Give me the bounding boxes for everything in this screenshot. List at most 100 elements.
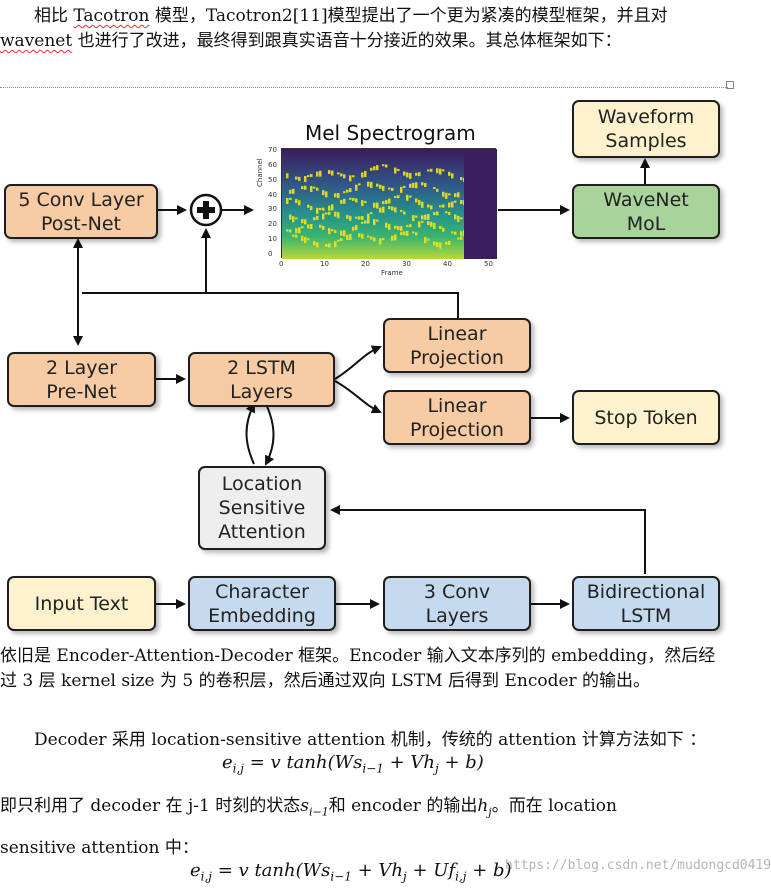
spectrogram-streak xyxy=(460,177,463,181)
spectrogram-streak xyxy=(427,238,430,241)
spectrogram-streak xyxy=(379,184,382,189)
spectrogram-streak xyxy=(415,198,418,203)
attention-formula-1: ei,j = v tanh(Wsi−1 + Vhj + b) xyxy=(222,752,484,776)
spectrogram-streak xyxy=(361,215,364,220)
spectrogram-streak xyxy=(328,211,331,215)
spectrogram-streak xyxy=(307,224,310,229)
spectrogram-streak xyxy=(439,168,442,175)
spectrogram-y-tick: 0 xyxy=(268,250,273,258)
spectrogram-streak xyxy=(454,193,457,198)
spectrogram-streak xyxy=(421,215,424,220)
spectrogram-streak xyxy=(391,187,394,191)
para3-text-c: 。而在 location xyxy=(491,796,617,816)
spectrogram-streak xyxy=(451,231,454,234)
spectrogram-streak xyxy=(424,182,427,187)
arrow-lstm-to-projection-2 xyxy=(334,380,382,414)
spectrogram-streak xyxy=(400,232,403,236)
spectrogram-streak xyxy=(427,204,430,208)
spectrogram-streak xyxy=(358,183,361,186)
spectrogram-streak xyxy=(457,237,460,240)
spectrogram-streak xyxy=(358,233,361,238)
spectrogram-streak xyxy=(319,170,322,177)
spectrogram-streak xyxy=(460,231,463,237)
spectrogram-streak xyxy=(310,206,313,211)
spectrogram-streak xyxy=(355,216,358,219)
spectrogram-streak xyxy=(301,186,304,190)
mel-spectrogram-image xyxy=(281,148,497,259)
spectrogram-streak xyxy=(427,213,430,220)
spectrogram-streak xyxy=(385,199,388,204)
spectrogram-x-tick: 0 xyxy=(279,260,284,268)
spectrogram-streak xyxy=(364,220,367,224)
spectrogram-streak xyxy=(367,235,370,238)
spectrogram-streak xyxy=(367,213,370,220)
spectrogram-streak xyxy=(445,241,448,245)
spectrogram-streak xyxy=(391,206,394,211)
spectrogram-graphic xyxy=(282,149,497,259)
spectrogram-streak xyxy=(304,236,307,243)
linear-projection-1-box: Linear Projection xyxy=(383,318,531,373)
spectrogram-streak xyxy=(289,197,292,200)
spectrogram-streak xyxy=(328,243,331,248)
spectrogram-streak xyxy=(460,236,463,240)
spectrogram-streak xyxy=(298,176,301,181)
spectrogram-streak xyxy=(364,171,367,178)
spectrogram-streak xyxy=(382,185,385,191)
body-paragraph-1: 依旧是 Encoder-Attention-Decoder 框架。Encoder… xyxy=(0,646,716,691)
state-symbol: si−1 xyxy=(300,796,329,819)
character-embedding-box: Character Embedding xyxy=(188,576,336,631)
spectrogram-streak xyxy=(412,215,415,222)
spectrogram-streak xyxy=(301,235,304,241)
body-paragraph-3: 即只利用了 decoder 在 j-1 时刻的状态si−1和 encoder 的… xyxy=(0,794,732,824)
linear-projection-2-box: Linear Projection xyxy=(383,390,531,445)
spectrogram-streak xyxy=(382,201,385,205)
spectrogram-streak xyxy=(331,229,334,232)
spectrogram-streak xyxy=(457,215,460,222)
spectrogram-streak xyxy=(397,168,400,171)
spectrogram-streak xyxy=(373,202,376,208)
spectrogram-streak xyxy=(439,205,442,208)
spectrogram-streak xyxy=(304,185,307,190)
spectrogram-streak xyxy=(370,212,373,215)
spectrogram-streak xyxy=(295,217,298,220)
spectrogram-streak xyxy=(301,219,304,224)
spectrogram-streak xyxy=(319,207,322,210)
spectrogram-streak xyxy=(388,206,391,210)
spectrogram-y-label: Channel xyxy=(256,158,264,187)
spectrogram-streak xyxy=(415,172,418,176)
spectrogram-streak xyxy=(382,238,385,241)
spectrogram-streak xyxy=(436,188,439,192)
spectrogram-streak xyxy=(433,241,436,246)
spectrogram-streak xyxy=(373,237,376,242)
spectrogram-streak xyxy=(364,201,367,204)
spectrogram-streak xyxy=(322,207,325,211)
spectrogram-y-tick: 60 xyxy=(268,160,277,169)
spectrogram-streak xyxy=(454,200,457,203)
spectrogram-streak xyxy=(295,234,298,238)
body-paragraph-4: sensitive attention 中： xyxy=(0,838,199,858)
spectrogram-streak xyxy=(445,211,448,214)
spectrogram-streak xyxy=(295,199,298,204)
spectrogram-streak xyxy=(394,167,397,174)
spectrogram-y-tick: 10 xyxy=(268,235,277,244)
spectrogram-streak xyxy=(334,211,337,217)
spectrogram-x-label: Frame xyxy=(381,269,403,277)
spectrogram-streak xyxy=(421,220,424,223)
spectrogram-streak xyxy=(406,194,409,201)
spectrogram-streak xyxy=(328,205,331,211)
spectrogram-streak xyxy=(289,189,292,194)
spectrogram-streak xyxy=(406,230,409,236)
spectrogram-streak xyxy=(337,193,340,199)
spectrogram-streak xyxy=(340,238,343,242)
spectrogram-streak xyxy=(439,242,442,249)
spectrogram-streak xyxy=(358,216,361,220)
spectrogram-streak xyxy=(313,241,316,246)
spectrogram-streak xyxy=(328,228,331,235)
bilstm-box: Bidirectional LSTM xyxy=(572,576,720,631)
spectrogram-streak xyxy=(403,231,406,236)
spectrogram-streak xyxy=(349,197,352,200)
spectrogram-streak xyxy=(340,230,343,236)
spectrogram-streak xyxy=(310,185,313,192)
spectrogram-streak xyxy=(355,198,358,203)
spectrogram-streak xyxy=(349,188,352,193)
